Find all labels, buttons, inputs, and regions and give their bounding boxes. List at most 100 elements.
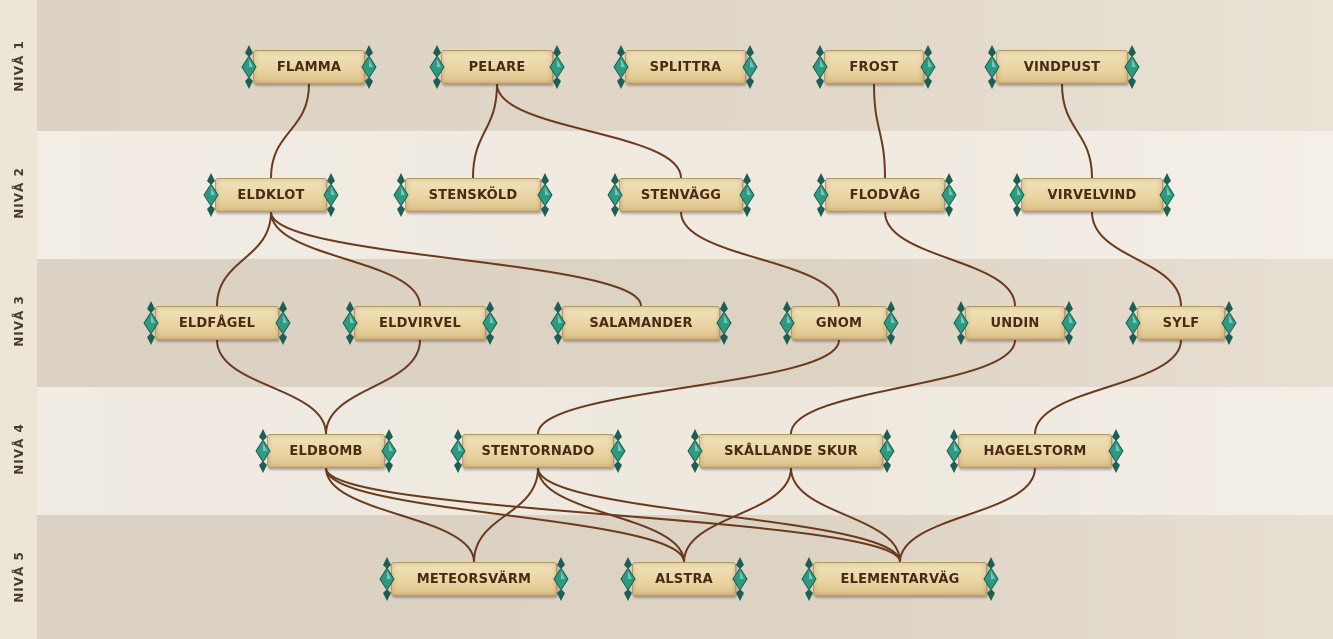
node-label: ALSTRA xyxy=(655,572,713,587)
connector-skallande_skur-elementarvag xyxy=(791,468,900,562)
node-eldklot[interactable]: ELDKLOT xyxy=(203,172,339,218)
connector-gnom-stentornado xyxy=(538,340,839,434)
connector-pelare-stenskold xyxy=(473,84,497,178)
gem-icon xyxy=(379,556,395,602)
node-elementarvag[interactable]: ELEMENTARVÄG xyxy=(801,556,999,602)
gem-icon xyxy=(620,556,636,602)
gem-icon xyxy=(779,300,795,346)
node-label: ELEMENTARVÄG xyxy=(841,572,960,587)
connector-eldklot-eldfagel xyxy=(217,212,271,306)
node-label: STENSKÖLD xyxy=(429,188,518,203)
node-salamander[interactable]: SALAMANDER xyxy=(550,300,732,346)
gem-icon xyxy=(813,172,829,218)
gem-icon xyxy=(941,172,957,218)
gem-icon xyxy=(1124,44,1140,90)
gem-icon xyxy=(607,172,623,218)
node-virvelvind[interactable]: VIRVELVIND xyxy=(1009,172,1175,218)
gem-icon xyxy=(920,44,936,90)
gem-icon xyxy=(742,44,758,90)
gem-icon xyxy=(450,428,466,474)
gem-icon xyxy=(1061,300,1077,346)
connector-undin-skallande_skur xyxy=(791,340,1015,434)
gem-icon xyxy=(549,44,565,90)
gem-icon xyxy=(361,44,377,90)
gem-icon xyxy=(983,556,999,602)
gem-icon xyxy=(1159,172,1175,218)
node-label: ELDBOMB xyxy=(289,444,362,459)
node-stenskold[interactable]: STENSKÖLD xyxy=(393,172,553,218)
gem-icon xyxy=(739,172,755,218)
node-label: SYLF xyxy=(1163,316,1200,331)
connector-virvelvind-sylf xyxy=(1092,212,1181,306)
node-label: SALAMANDER xyxy=(589,316,692,331)
connector-flodvag-undin xyxy=(885,212,1015,306)
node-label: PELARE xyxy=(469,60,526,75)
gem-icon xyxy=(342,300,358,346)
node-label: FLAMMA xyxy=(277,60,341,75)
gem-icon xyxy=(275,300,291,346)
node-label: STENVÄGG xyxy=(641,188,721,203)
node-undin[interactable]: UNDIN xyxy=(953,300,1077,346)
node-meteorsvarm[interactable]: METEORSVÄRM xyxy=(379,556,569,602)
connector-skallande_skur-alstra xyxy=(684,468,791,562)
connector-pelare-stenvagg xyxy=(497,84,681,178)
node-skallande-skur[interactable]: SKÅLLANDE SKUR xyxy=(687,428,895,474)
node-stentornado[interactable]: STENTORNADO xyxy=(450,428,626,474)
node-label: GNOM xyxy=(816,316,862,331)
gem-icon xyxy=(883,300,899,346)
node-label: STENTORNADO xyxy=(482,444,595,459)
gem-icon xyxy=(613,44,629,90)
gem-icon xyxy=(323,172,339,218)
node-eldfagel[interactable]: ELDFÅGEL xyxy=(143,300,291,346)
node-gnom[interactable]: GNOM xyxy=(779,300,899,346)
gem-icon xyxy=(1221,300,1237,346)
node-hagelstorm[interactable]: HAGELSTORM xyxy=(946,428,1124,474)
gem-icon xyxy=(953,300,969,346)
gem-icon xyxy=(1009,172,1025,218)
gem-icon xyxy=(255,428,271,474)
connector-eldfagel-eldbomb xyxy=(217,340,326,434)
node-label: ELDFÅGEL xyxy=(179,316,255,331)
connector-vindpust-virvelvind xyxy=(1062,84,1092,178)
gem-icon xyxy=(716,300,732,346)
gem-icon xyxy=(879,428,895,474)
node-frost[interactable]: FROST xyxy=(812,44,936,90)
gem-icon xyxy=(393,172,409,218)
node-label: UNDIN xyxy=(991,316,1040,331)
gem-icon xyxy=(537,172,553,218)
gem-icon xyxy=(946,428,962,474)
node-flodvag[interactable]: FLODVÅG xyxy=(813,172,957,218)
node-stenvagg[interactable]: STENVÄGG xyxy=(607,172,755,218)
node-label: VINDPUST xyxy=(1024,60,1100,75)
gem-icon xyxy=(801,556,817,602)
gem-icon xyxy=(812,44,828,90)
node-splittra[interactable]: SPLITTRA xyxy=(613,44,758,90)
node-eldvirvel[interactable]: ELDVIRVEL xyxy=(342,300,498,346)
gem-icon xyxy=(553,556,569,602)
node-pelare[interactable]: PELARE xyxy=(429,44,565,90)
gem-icon xyxy=(550,300,566,346)
connector-flamma-eldklot xyxy=(271,84,309,178)
gem-icon xyxy=(482,300,498,346)
gem-icon xyxy=(429,44,445,90)
node-flamma[interactable]: FLAMMA xyxy=(241,44,377,90)
node-label: HAGELSTORM xyxy=(983,444,1086,459)
gem-icon xyxy=(241,44,257,90)
node-label: ELDKLOT xyxy=(237,188,304,203)
node-sylf[interactable]: SYLF xyxy=(1125,300,1237,346)
gem-icon xyxy=(687,428,703,474)
connector-stentornado-meteorsvarm xyxy=(474,468,538,562)
gem-icon xyxy=(381,428,397,474)
gem-icon xyxy=(732,556,748,602)
connector-eldklot-eldvirvel xyxy=(271,212,420,306)
gem-icon xyxy=(1108,428,1124,474)
node-alstra[interactable]: ALSTRA xyxy=(620,556,748,602)
node-label: VIRVELVIND xyxy=(1048,188,1137,203)
connector-frost-flodvag xyxy=(874,84,885,178)
connector-sylf-hagelstorm xyxy=(1035,340,1181,434)
gem-icon xyxy=(143,300,159,346)
node-vindpust[interactable]: VINDPUST xyxy=(984,44,1140,90)
node-eldbomb[interactable]: ELDBOMB xyxy=(255,428,397,474)
gem-icon xyxy=(1125,300,1141,346)
connector-eldvirvel-eldbomb xyxy=(326,340,420,434)
